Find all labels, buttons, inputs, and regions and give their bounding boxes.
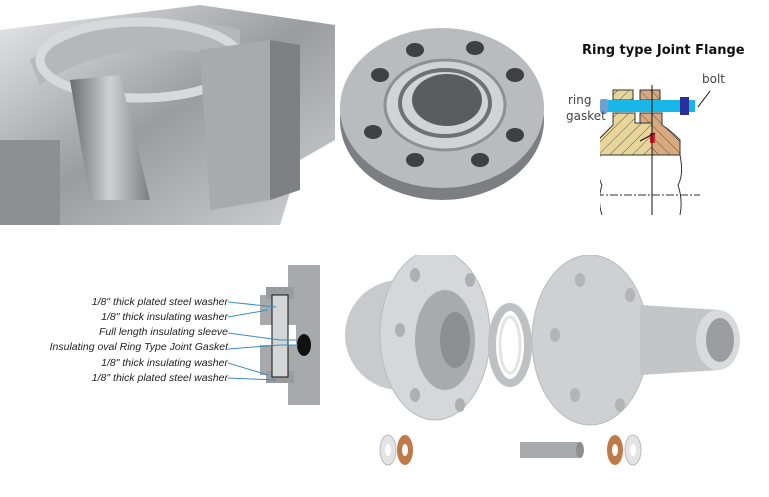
bolt-label: bolt — [702, 72, 725, 86]
ring-label: ring — [568, 93, 592, 107]
insulating-kit-section-diagram — [228, 265, 320, 405]
callout-insulating-washer-top: 1/8" thick insulating washer — [101, 311, 228, 323]
exploded-flange-assembly — [345, 255, 740, 466]
ring-joint-section-diagram — [600, 85, 711, 216]
callout-insulating-sleeve: Full length insulating sleeve — [99, 326, 228, 338]
ring-joint-title: Ring type Joint Flange — [582, 43, 745, 58]
gasket-label: gasket — [566, 109, 606, 123]
rtj-flange-photo — [340, 28, 544, 200]
callout-oval-rtj-gasket: Insulating oval Ring Type Joint Gasket — [49, 341, 228, 353]
insulating-kit-callouts: 1/8" thick plated steel washer 1/8" thic… — [10, 296, 228, 396]
cutaway-flange-photo — [0, 5, 335, 225]
callout-steel-washer-bottom: 1/8" thick plated steel washer — [91, 372, 228, 384]
callout-steel-washer-top: 1/8" thick plated steel washer — [91, 296, 228, 308]
callout-insulating-washer-bottom: 1/8" thick insulating washer — [101, 357, 228, 369]
